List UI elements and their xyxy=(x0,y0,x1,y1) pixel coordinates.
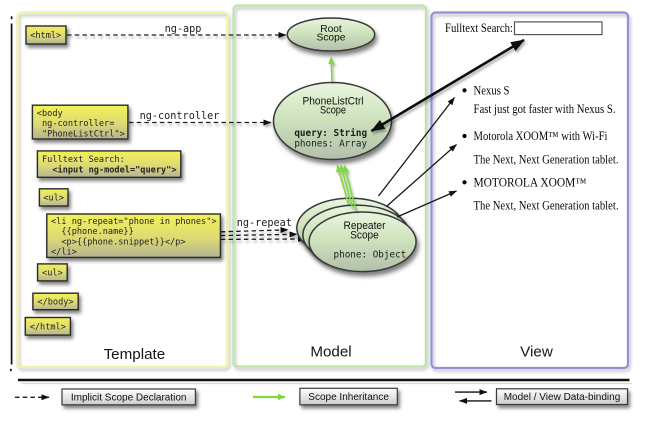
legend-implicit-box xyxy=(61,388,196,406)
template-column-frame xyxy=(16,11,229,369)
ng-repeat-arrow-1 xyxy=(220,227,289,234)
template-code-boxes: <html> <body ng-controller= "PhoneListCt… xyxy=(24,25,222,336)
view-column-frame xyxy=(430,11,630,370)
bullet-dot-2 xyxy=(462,133,467,139)
legend: Implicit Scope Declaration Scope Inherit… xyxy=(15,387,629,406)
li-repeat-code: <li ng-repeat="phone in phones"> {{phone… xyxy=(51,217,217,258)
ng-repeat-arrow-2 xyxy=(220,231,298,238)
model-column-label: Model xyxy=(310,344,351,361)
legend-implicit-label: Implicit Scope Declaration xyxy=(71,392,187,403)
html-close-code: </html> xyxy=(30,323,66,333)
legend-databinding-label: Model / View Data-binding xyxy=(504,392,621,403)
bullet-dot-1 xyxy=(462,88,467,93)
view-item-desc-2: The Next, Next Generation tablet. xyxy=(474,153,619,167)
fulltext-search-box xyxy=(36,150,182,178)
html-open-code: <html> xyxy=(30,31,61,41)
query-databinding-arrow xyxy=(370,38,525,133)
ul-open-code: <ul> xyxy=(43,194,64,204)
body-open-box xyxy=(31,104,129,140)
ctrl-phones-prop: phones: Array xyxy=(294,139,367,150)
view-item-desc-3: The Next, Next Generation tablet. xyxy=(474,199,619,213)
ul-open-box xyxy=(38,188,69,207)
body-close-box xyxy=(32,292,79,311)
ul-close-box xyxy=(36,263,68,282)
fulltext-search-code: Fulltext Search: <input ng-model="query"… xyxy=(42,155,177,175)
model-column-frame xyxy=(232,4,428,368)
ng-app-label: ng-app xyxy=(165,24,202,35)
bullet-dot-3 xyxy=(462,180,467,185)
view-rendered-page: Fulltext Search: Nexus S Fast just got f… xyxy=(445,21,619,213)
html-open-box xyxy=(25,25,67,45)
repeater-phone-prop: phone: Object xyxy=(334,249,407,260)
inheritance-arrow-root xyxy=(328,56,335,82)
item-binding-arrow-3 xyxy=(396,190,457,218)
inheritance-arrow-repeater-2 xyxy=(339,164,354,208)
view-search-input[interactable] xyxy=(513,21,603,36)
view-item-title-1: Nexus S xyxy=(474,84,510,98)
ng-controller-label: ng-controller xyxy=(140,111,220,122)
ng-repeat-label: ng-repeat xyxy=(237,218,292,229)
left-margin-line xyxy=(9,16,13,372)
ul-close-code: <ul> xyxy=(42,269,63,279)
inheritance-arrow-repeater-3 xyxy=(342,164,357,212)
body-close-code: </body> xyxy=(37,298,73,308)
view-item-desc-1: Fast just got faster with Nexus S. xyxy=(474,102,616,116)
legend-databinding-box xyxy=(495,388,629,406)
view-search-label: Fulltext Search: xyxy=(445,21,513,35)
li-repeat-box xyxy=(46,213,222,259)
legend-inheritance-label: Scope Inheritance xyxy=(308,392,389,403)
view-item-title-2: Motorola XOOM™ with Wi-Fi xyxy=(474,129,608,143)
view-column-label: View xyxy=(520,344,553,361)
inheritance-arrow-repeater-1 xyxy=(336,164,350,205)
legend-inheritance-box xyxy=(299,387,398,406)
root-scope-ellipse xyxy=(286,17,376,52)
body-open-code: <body ng-controller= "PhoneListCtrl"> xyxy=(37,109,125,140)
item-binding-arrow-1 xyxy=(377,97,456,197)
repeater-scope-ellipse-front xyxy=(308,211,417,273)
ctrl-query-prop: query: String xyxy=(294,128,367,139)
template-column-label: Template xyxy=(104,346,166,363)
html-close-box xyxy=(24,316,72,336)
view-item-title-3: MOTOROLA XOOM™ xyxy=(474,175,587,189)
item-binding-arrow-2 xyxy=(386,144,457,207)
